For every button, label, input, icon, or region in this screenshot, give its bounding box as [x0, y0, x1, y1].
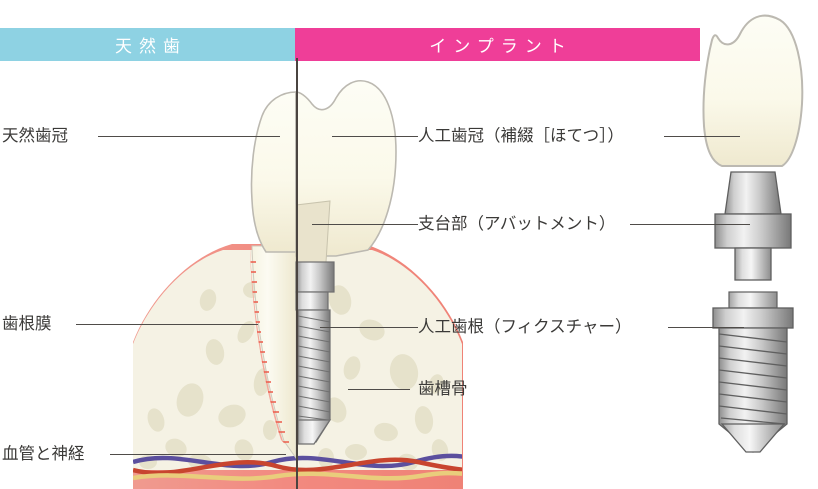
exploded-implant-parts: [702, 14, 804, 453]
leader-natural-crown: [98, 136, 280, 137]
abutment-insitu: [295, 200, 331, 263]
abutment-collar-insitu: [295, 261, 335, 293]
leader-artificial-crown-outer: [664, 136, 740, 137]
label-periodontal-ligament: 歯根膜: [2, 315, 52, 333]
implant-in-situ: [295, 80, 397, 445]
leader-artificial-crown-inner: [332, 136, 418, 137]
implant-neck-insitu: [295, 291, 329, 311]
label-natural-crown: 天然歯冠: [2, 127, 68, 145]
label-vessels-nerves: 血管と神経: [2, 445, 85, 463]
leader-abutment-outer: [630, 224, 750, 225]
leader-alveolar-bone: [348, 389, 410, 390]
label-abutment: 支台部（アバットメント）: [418, 215, 616, 233]
exploded-artificial-crown: [702, 14, 804, 167]
label-alveolar-bone: 歯槽骨: [418, 380, 468, 398]
leader-fixture-inner: [320, 327, 418, 328]
leader-fixture-outer: [668, 327, 744, 328]
banner-natural-label: 天然歯: [115, 37, 187, 56]
leader-vessels-nerves: [110, 454, 286, 455]
label-fixture: 人工歯根（フィクスチャー）: [418, 318, 632, 336]
label-artificial-crown: 人工歯冠（補綴［ほてつ］）: [418, 127, 624, 145]
banner-implant-label: インプラント: [429, 37, 573, 56]
leader-abutment-inner: [312, 224, 418, 225]
natural-crown-shape: [250, 91, 297, 253]
banner-natural-tooth: 天然歯: [0, 28, 295, 61]
leader-periodontal-ligament: [76, 324, 258, 325]
exploded-abutment: [714, 171, 792, 281]
fixture-screw-insitu: [297, 309, 332, 445]
nerve-line-purple: [133, 453, 462, 469]
center-divider-line: [296, 58, 298, 489]
fixture-threads: [718, 333, 788, 425]
exploded-fixture: [712, 291, 794, 453]
vessel-nerve-bundle: [133, 453, 462, 481]
bone-trabecula-speckles: [139, 271, 449, 470]
vessel-line-yellow: [133, 470, 462, 481]
banner-implant: インプラント: [295, 28, 700, 61]
vessel-line-red: [133, 457, 462, 476]
